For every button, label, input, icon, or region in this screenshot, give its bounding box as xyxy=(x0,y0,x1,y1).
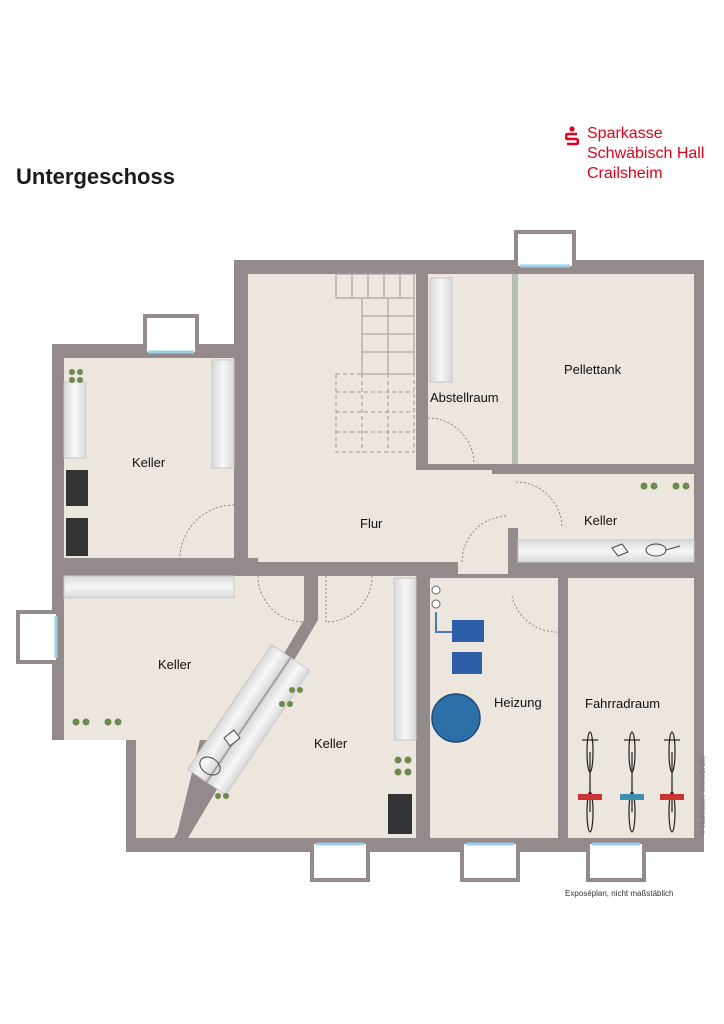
label-flur: Flur xyxy=(360,516,383,531)
wall-abstell-west xyxy=(416,260,428,470)
wall-heizung-north xyxy=(376,562,458,576)
brand-line-2: Schwäbisch Hall xyxy=(587,145,705,162)
brand-line-1: Sparkasse xyxy=(587,125,663,142)
shoe-icon xyxy=(611,543,629,557)
floor-flur xyxy=(248,274,694,838)
shelf-keller-nw-east xyxy=(211,359,235,469)
label-keller-e: Keller xyxy=(584,513,618,528)
label-keller-sw: Keller xyxy=(158,657,192,672)
sparkasse-logo-icon xyxy=(565,126,579,146)
shelf-keller-s xyxy=(393,577,417,741)
crate-2 xyxy=(66,518,88,556)
page-title: Untergeschoss xyxy=(16,164,175,189)
shoe-icon xyxy=(223,729,241,747)
wall-flur-stub xyxy=(304,562,326,576)
shelf-keller-sw xyxy=(63,575,235,599)
bicycle-icon xyxy=(620,731,644,833)
wall-keller-e-south xyxy=(508,562,704,576)
boiler-icon xyxy=(452,620,484,642)
crate-3 xyxy=(388,794,412,834)
wall-heizung-west xyxy=(416,576,430,838)
bicycle-icon xyxy=(660,731,684,833)
room-labels: Keller Flur Abstellraum Pellettank Kelle… xyxy=(132,362,660,751)
shelf-keller-nw-west xyxy=(63,381,87,459)
shelf-diagonal-1 xyxy=(186,644,291,783)
illustration-credit: © Illustration: ImmoGrafik xyxy=(700,755,707,835)
doors xyxy=(179,417,563,633)
brand-line-3: Crailsheim xyxy=(587,165,663,182)
pipe-icon xyxy=(431,599,441,609)
door-keller-s xyxy=(325,575,373,623)
label-fahrradraum: Fahrradraum xyxy=(585,696,660,711)
shelf-diagonal-2 xyxy=(206,657,311,796)
door-fahrradraum xyxy=(511,595,559,633)
window-keller-nw xyxy=(143,314,199,356)
floor-keller-nw xyxy=(64,358,234,558)
racket-icon xyxy=(199,756,221,776)
bicycle-icon xyxy=(578,731,602,833)
crate-1 xyxy=(66,470,88,506)
label-abstellraum: Abstellraum xyxy=(430,390,499,405)
label-pellettank: Pellettank xyxy=(564,362,622,377)
window-keller-sw xyxy=(16,610,60,664)
shelf-abstellraum xyxy=(429,277,453,383)
label-keller-s: Keller xyxy=(314,736,348,751)
footnote: Exposéplan, nicht maßstäblich xyxy=(565,889,674,898)
staircase xyxy=(335,273,415,453)
boiler-icon xyxy=(452,652,482,674)
sports-equipment xyxy=(199,543,681,776)
wall-pellet-south xyxy=(492,464,704,474)
window-keller-s xyxy=(310,840,370,882)
wall-fahrrad-west xyxy=(558,632,568,838)
window-panes xyxy=(54,264,640,846)
floor-keller-sw-ext xyxy=(136,740,200,838)
window-heizung xyxy=(460,840,520,882)
wall-pellet-glass xyxy=(512,274,518,470)
label-keller-nw: Keller xyxy=(132,455,166,470)
wall-keller-e-west xyxy=(508,528,518,578)
wall-keller-nw-south xyxy=(52,558,258,576)
window-pellettank xyxy=(514,230,576,270)
water-tank-icon xyxy=(431,693,481,743)
storage-crates xyxy=(66,369,690,834)
shelves xyxy=(63,277,695,796)
window-fahrradraum xyxy=(586,840,646,882)
label-heizung: Heizung xyxy=(494,695,542,710)
windows xyxy=(16,230,646,882)
heating-system xyxy=(431,585,484,743)
floor-pellettank xyxy=(518,274,694,464)
door-heizung xyxy=(461,515,509,563)
door-keller-sw xyxy=(257,575,305,623)
bicycles xyxy=(578,731,684,833)
pipe-icon xyxy=(431,585,441,595)
wall-flur-west xyxy=(234,260,248,500)
door-abstellraum xyxy=(427,417,475,465)
door-keller-e xyxy=(515,481,563,529)
interior-walls xyxy=(52,260,704,838)
shelf-keller-e xyxy=(517,539,695,563)
